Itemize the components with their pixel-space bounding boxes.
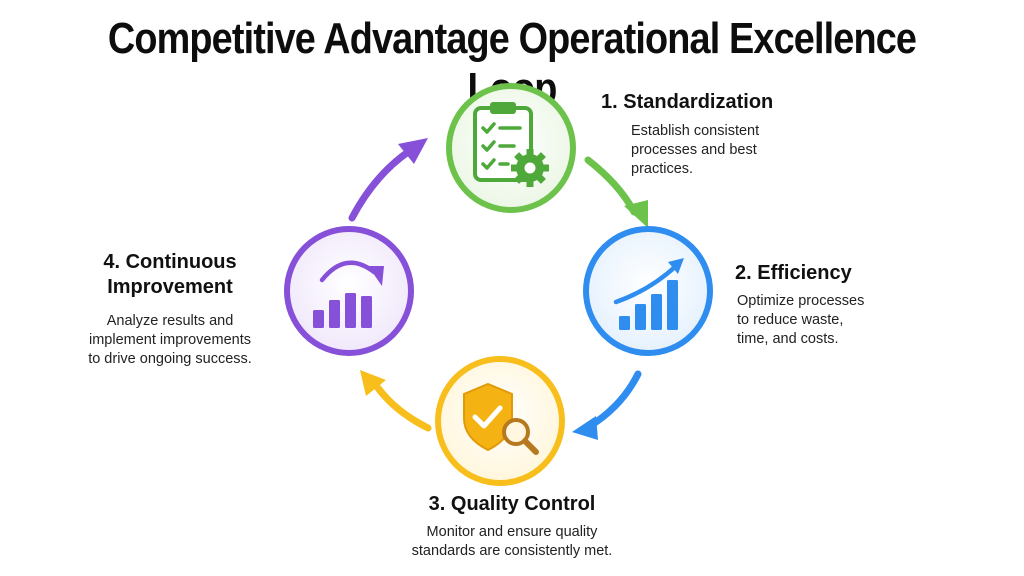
stage-1-desc-line: processes and best — [631, 142, 757, 158]
stage-1-desc-line: practices. — [631, 161, 694, 177]
stage-4-desc-line: to drive ongoing success. — [88, 351, 252, 367]
stage-4-desc-line: Analyze results and — [106, 313, 234, 329]
clipboard-checklist-gear-icon — [473, 102, 549, 187]
stage-continuous-improvement-circle — [284, 226, 414, 356]
stage-2-desc-line: time, and costs. — [737, 331, 839, 347]
stage-2-desc-line: Optimize processes — [737, 293, 865, 309]
arrow-purple-to-green — [348, 138, 428, 222]
page-title: Competitive Advantage Operational Excell… — [107, 14, 917, 113]
stage-2-description: Optimize processes to reduce waste, time… — [737, 292, 864, 349]
stage-4-title-line: Improvement — [107, 276, 233, 298]
stage-1-description: Establish consistent processes and best … — [631, 122, 759, 179]
shield-check-magnifier-icon — [463, 382, 539, 455]
bar-chart-cycle-arrow-icon — [313, 260, 384, 328]
stage-1-title: 1. Standardization — [601, 91, 774, 113]
arrow-green-to-blue — [584, 156, 648, 228]
stage-1-desc-line: Establish consistent — [631, 123, 760, 139]
stage-3-desc-line: Monitor and ensure quality — [426, 524, 598, 540]
arrow-blue-to-yellow — [572, 370, 642, 440]
stage-quality-control-circle — [435, 356, 565, 486]
arrow-yellow-to-purple — [360, 370, 432, 432]
stage-4-title-line: 4. Continuous — [103, 251, 237, 273]
stage-standardization-circle — [446, 83, 576, 213]
stage-2-desc-line: to reduce waste, — [737, 312, 844, 328]
stage-efficiency-circle — [583, 226, 713, 356]
stage-3-desc-line: standards are consistently met. — [411, 543, 613, 559]
stage-3-title: 3. Quality Control — [428, 493, 596, 515]
stage-4-title: 4. Continuous Improvement — [60, 250, 280, 300]
stage-4-description: Analyze results and implement improvemen… — [60, 312, 280, 369]
stage-4-desc-line: implement improvements — [89, 332, 251, 348]
rising-bar-chart-arrow-icon — [613, 258, 684, 330]
stage-2-title: 2. Efficiency — [735, 262, 852, 284]
stage-3-description: Monitor and ensure quality standards are… — [0, 523, 1024, 561]
